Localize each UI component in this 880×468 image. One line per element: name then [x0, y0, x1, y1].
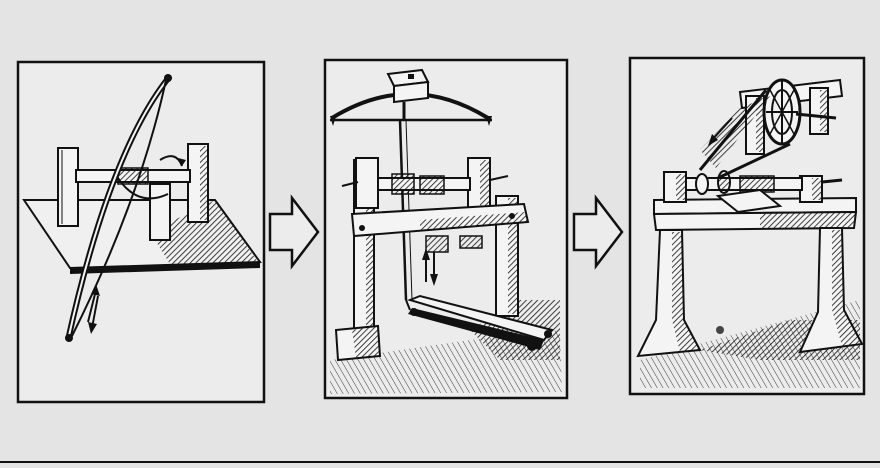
panel-pole-treadle-lathe	[323, 58, 569, 400]
right-arrow-icon	[572, 194, 624, 270]
belt-direction-arrow-icon	[708, 117, 733, 146]
base-board-edge	[70, 262, 260, 274]
base-board-shadow	[150, 200, 258, 264]
top-block	[386, 68, 430, 120]
drive-cord	[398, 119, 408, 301]
tool-rest	[149, 183, 171, 241]
left-post	[57, 147, 79, 227]
treadle	[406, 294, 554, 342]
panel-belt-driven-lathe	[628, 56, 866, 396]
ink-blot	[716, 326, 724, 334]
bow-string	[71, 79, 167, 337]
right-arrow-icon	[268, 194, 320, 270]
panel-bow-lathe	[16, 60, 266, 404]
reciprocating-arrows-icon	[422, 248, 438, 286]
reciprocating-arrows-icon	[87, 284, 100, 334]
